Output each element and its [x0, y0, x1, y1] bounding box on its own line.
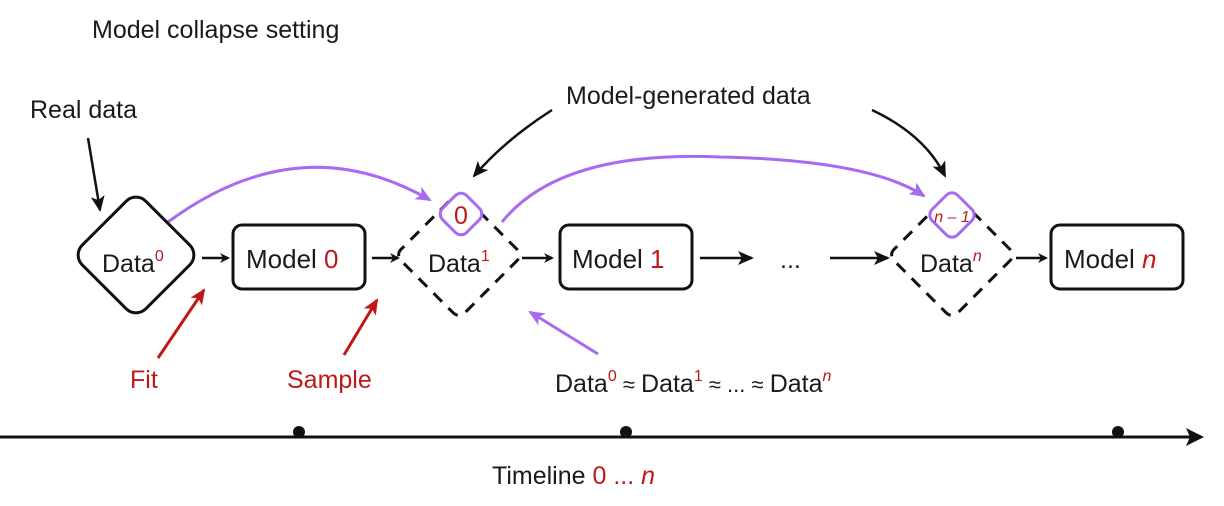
datan-node: n – 1 Datan: [890, 191, 1014, 317]
timeline-label: Timeline 0 ... n: [492, 462, 655, 490]
sample-label: Sample: [287, 366, 372, 394]
data1-inner-label: 0: [454, 202, 468, 230]
datan-diamond: [890, 193, 1014, 317]
equivalence-arrow: [528, 310, 599, 356]
data0-label: Data0: [102, 248, 164, 278]
fit-arrow: [156, 288, 206, 359]
data1-node: 0 Data1: [397, 191, 521, 317]
fit-label: Fit: [130, 366, 158, 394]
data0-diamond: [76, 195, 196, 315]
model1-box: [558, 223, 694, 291]
model1-node: Model 1: [558, 223, 694, 291]
model-generated-label: Model-generated data: [566, 82, 811, 110]
data0-node: Data0: [76, 195, 196, 315]
datan-inner-label: n – 1: [934, 209, 970, 226]
model-generated-arrow-left: [472, 108, 553, 178]
modeln-node: Model n: [1049, 223, 1185, 291]
timeline-tick-n: [1112, 426, 1124, 438]
model0-box: [231, 223, 367, 291]
timeline-arrowhead: [1186, 428, 1204, 446]
modeln-box: [1049, 223, 1185, 291]
model0-label: Model 0: [246, 244, 339, 274]
datan-inner-diamond: [928, 191, 976, 239]
real-data-label: Real data: [30, 96, 137, 124]
modeln-label: Model n: [1064, 244, 1157, 274]
diagram-title: Model collapse setting: [92, 16, 339, 44]
model0-node: Model 0: [231, 223, 367, 291]
real-data-arrow: [86, 137, 105, 212]
data1-inner-diamond: [438, 191, 484, 237]
timeline-tick-1: [620, 426, 632, 438]
datan-label: Datan: [920, 248, 982, 278]
data1-diamond: [397, 193, 521, 317]
data1-label: Data1: [428, 248, 490, 278]
ellipsis: ...: [780, 246, 801, 274]
model-generated-arrow-right: [871, 108, 947, 178]
purple-carry-arrow-2: [500, 154, 926, 223]
equivalence-text: Data0 ≈ Data1 ≈ ... ≈ Datan: [555, 368, 832, 398]
sample-arrow: [342, 298, 379, 356]
purple-carry-arrow-1: [167, 165, 432, 224]
timeline-tick-0: [293, 426, 305, 438]
model1-label: Model 1: [572, 244, 665, 274]
